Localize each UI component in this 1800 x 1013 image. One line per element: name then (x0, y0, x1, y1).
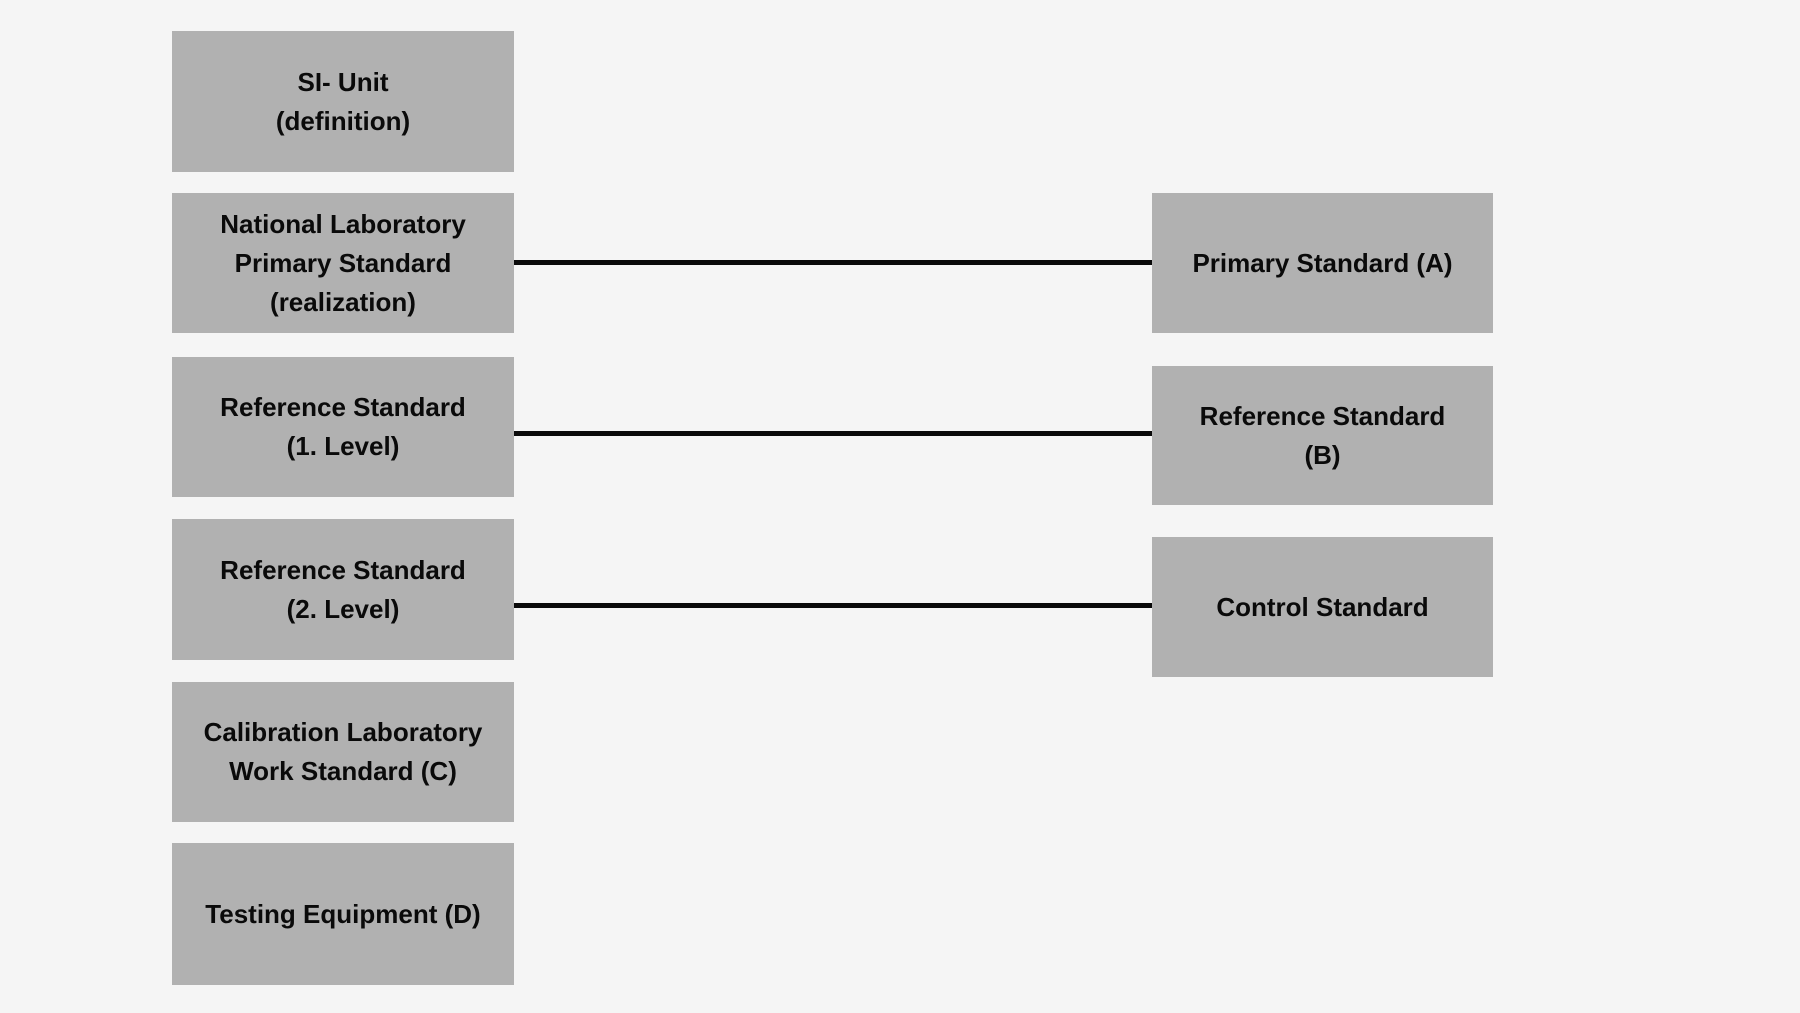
node-control-standard: Control Standard (1152, 537, 1493, 677)
node-primary-standard-a-label: Primary Standard (A) (1192, 247, 1453, 278)
node-reference-standard-level-1-label: Reference Standard (1. Level) (220, 392, 466, 461)
node-calibration-laboratory-work-standard: Calibration Laboratory Work Standard (C) (172, 682, 514, 822)
node-testing-equipment: Testing Equipment (D) (172, 843, 514, 985)
node-si-unit-label: SI- Unit (definition) (275, 66, 411, 136)
node-national-laboratory-primary-standard-label: National Laboratory Primary Standard (re… (220, 208, 466, 317)
connector-reference-standard-1-to-reference-standard-b (514, 431, 1152, 436)
node-national-laboratory-primary-standard: National Laboratory Primary Standard (re… (172, 193, 514, 333)
connector-reference-standard-2-to-control-standard (514, 603, 1152, 608)
node-control-standard-label: Control Standard (1216, 591, 1429, 622)
node-calibration-laboratory-work-standard-label: Calibration Laboratory Work Standard (C) (203, 717, 483, 786)
node-reference-standard-level-1: Reference Standard (1. Level) (172, 357, 514, 497)
node-reference-standard-b-label: Reference Standard (B) (1199, 400, 1446, 470)
node-testing-equipment-label: Testing Equipment (D) (205, 898, 481, 929)
node-reference-standard-b: Reference Standard (B) (1152, 366, 1493, 505)
node-reference-standard-level-2: Reference Standard (2. Level) (172, 519, 514, 660)
connector-national-lab-to-primary-standard-a (514, 260, 1152, 265)
node-primary-standard-a: Primary Standard (A) (1152, 193, 1493, 333)
node-si-unit: SI- Unit (definition) (172, 31, 514, 172)
node-reference-standard-level-2-label: Reference Standard (2. Level) (220, 554, 466, 624)
